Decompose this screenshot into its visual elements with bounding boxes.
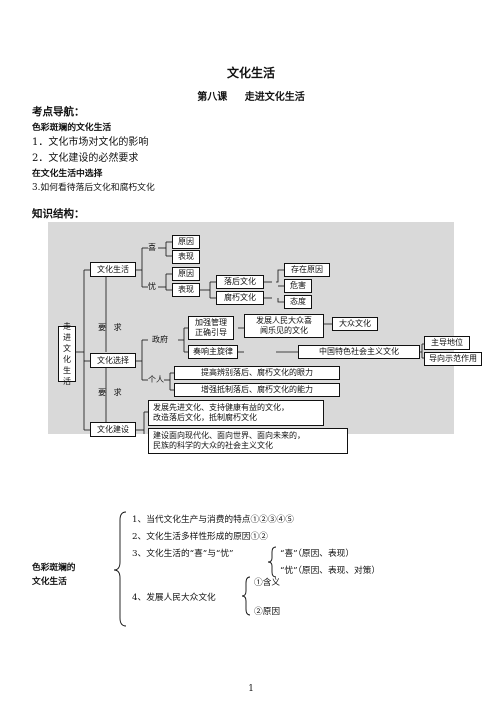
node-cultural-construction: 文化建设 bbox=[90, 422, 136, 437]
node-backward-culture: 落后文化 bbox=[216, 275, 264, 289]
summary-item-4b: ②原因 bbox=[254, 607, 281, 617]
node-cultural-choice: 文化选择 bbox=[90, 353, 136, 368]
node-manifest-2: 表现 bbox=[172, 283, 200, 297]
node-build-goal-1-line-2: 改造落后文化，抵制腐朽文化 bbox=[153, 413, 257, 422]
node-guiding-role: 导向示范作用 bbox=[424, 352, 482, 366]
summary-item-3b: “忧”（原因、表现、对策） bbox=[280, 566, 381, 576]
lesson-name: 走进文化生活 bbox=[244, 92, 305, 103]
node-decadent-culture: 腐朽文化 bbox=[216, 291, 264, 305]
summary-item-2: 2、文化生活多样性形成的原因①② bbox=[132, 532, 268, 542]
lesson-number: 第八课 bbox=[197, 92, 228, 103]
root-char-1: 走 bbox=[63, 322, 71, 331]
lesson-subtitle: 第八课 走进文化生活 bbox=[0, 88, 502, 103]
node-reason-2: 原因 bbox=[172, 267, 200, 281]
summary-item-3: 3、文化生活的“喜”与“忧” bbox=[132, 549, 234, 559]
node-government: 政府 bbox=[152, 335, 168, 344]
node-existence-reason: 存在原因 bbox=[284, 263, 330, 277]
node-manifest-1: 表现 bbox=[172, 250, 200, 264]
summary-label-line-2: 文化生活 bbox=[32, 577, 67, 587]
root-char-3: 文 bbox=[63, 344, 71, 353]
root-char-2: 进 bbox=[63, 333, 71, 342]
node-management-line-2: 正确引导 bbox=[195, 328, 227, 337]
node-strengthen-management: 加强管理 正确引导 bbox=[188, 316, 234, 340]
requirement-char-yao-2: 要 bbox=[98, 388, 106, 397]
node-build-goal-1-line-1: 发展先进文化、支持健康有益的文化， bbox=[153, 403, 289, 412]
node-main-melody: 奏响主旋律 bbox=[188, 345, 238, 359]
node-xi: 喜 bbox=[148, 243, 156, 252]
node-improve-discernment: 提高辨别落后、腐朽文化的眼力 bbox=[174, 366, 340, 380]
node-build-goal-2-line-1: 建设面向现代化、面向世界、面向未来的， bbox=[153, 431, 305, 440]
knowledge-heading: 知识结构： bbox=[32, 208, 85, 220]
guide-item-1: 1．文化市场对文化的影响 bbox=[32, 137, 149, 148]
diagram-connector-lines bbox=[76, 241, 424, 434]
summary-item-4: 4、发展人民大众文化 bbox=[132, 593, 216, 603]
page-number: 1 bbox=[248, 684, 254, 694]
node-develop-line-2: 闻乐见的文化 bbox=[260, 326, 308, 335]
node-management-line-1: 加强管理 bbox=[195, 318, 227, 327]
summary-label-line-1: 色彩斑斓的 bbox=[32, 563, 76, 573]
node-harm: 危害 bbox=[284, 279, 312, 293]
node-attitude: 态度 bbox=[284, 295, 312, 309]
node-individual: 个人 bbox=[148, 375, 164, 384]
guide-item-2: 2．文化建设的必然要求 bbox=[32, 153, 139, 164]
node-you: 忧 bbox=[148, 282, 156, 291]
guide-section1-title: 色彩斑斓的文化生活 bbox=[32, 123, 112, 133]
root-char-4: 化 bbox=[63, 355, 71, 364]
summary-item-3a: “喜”（原因、表现） bbox=[280, 549, 355, 559]
node-develop-popular: 发展人民大众喜 闻乐见的文化 bbox=[244, 314, 324, 338]
node-build-goal-1: 发展先进文化、支持健康有益的文化， 改造落后文化，抵制腐朽文化 bbox=[148, 400, 324, 426]
node-mass-culture: 大众文化 bbox=[332, 317, 378, 331]
root-char-6: 活 bbox=[63, 377, 71, 386]
node-cultural-life: 文化生活 bbox=[90, 262, 136, 277]
requirement-label-2: 要 求 bbox=[98, 388, 122, 398]
root-char-5: 生 bbox=[63, 366, 71, 375]
root-box: 走 进 文 化 生 活 bbox=[58, 322, 76, 386]
node-develop-line-1: 发展人民大众喜 bbox=[256, 316, 312, 325]
page-title: 文化生活 bbox=[226, 66, 275, 80]
node-build-goal-2-line-2: 民族的科学的大众的社会主义文化 bbox=[153, 441, 273, 450]
knowledge-structure-diagram: 走 进 文 化 生 活 要 求 要 求 文化生活 喜 忧 原因 表现 原因 表现… bbox=[48, 222, 482, 454]
summary-item-1: 1、当代文化生产与消费的特点①②③④⑤ bbox=[132, 515, 294, 525]
guide-section2-title: 在文化生活中选择 bbox=[32, 169, 103, 179]
requirement-label-1: 要 求 bbox=[98, 323, 122, 333]
requirement-char-qiu-2: 求 bbox=[113, 388, 122, 397]
node-leading-position: 主导地位 bbox=[424, 336, 470, 350]
node-reason-1: 原因 bbox=[172, 235, 200, 249]
node-enhance-resistance: 增强抵制落后、腐朽文化的能力 bbox=[174, 383, 340, 397]
requirement-char-yao-1: 要 bbox=[98, 323, 106, 332]
requirement-char-qiu-1: 求 bbox=[113, 323, 122, 332]
node-build-goal-2: 建设面向现代化、面向世界、面向未来的， 民族的科学的大众的社会主义文化 bbox=[148, 428, 348, 454]
guide-item-3: 3.如何看待落后文化和腐朽文化 bbox=[32, 183, 155, 193]
guide-heading: 考点导航： bbox=[32, 106, 85, 118]
node-chinese-socialist-culture: 中国特色社会主义文化 bbox=[298, 345, 420, 359]
summary-item-4a: ①含义 bbox=[254, 578, 281, 588]
